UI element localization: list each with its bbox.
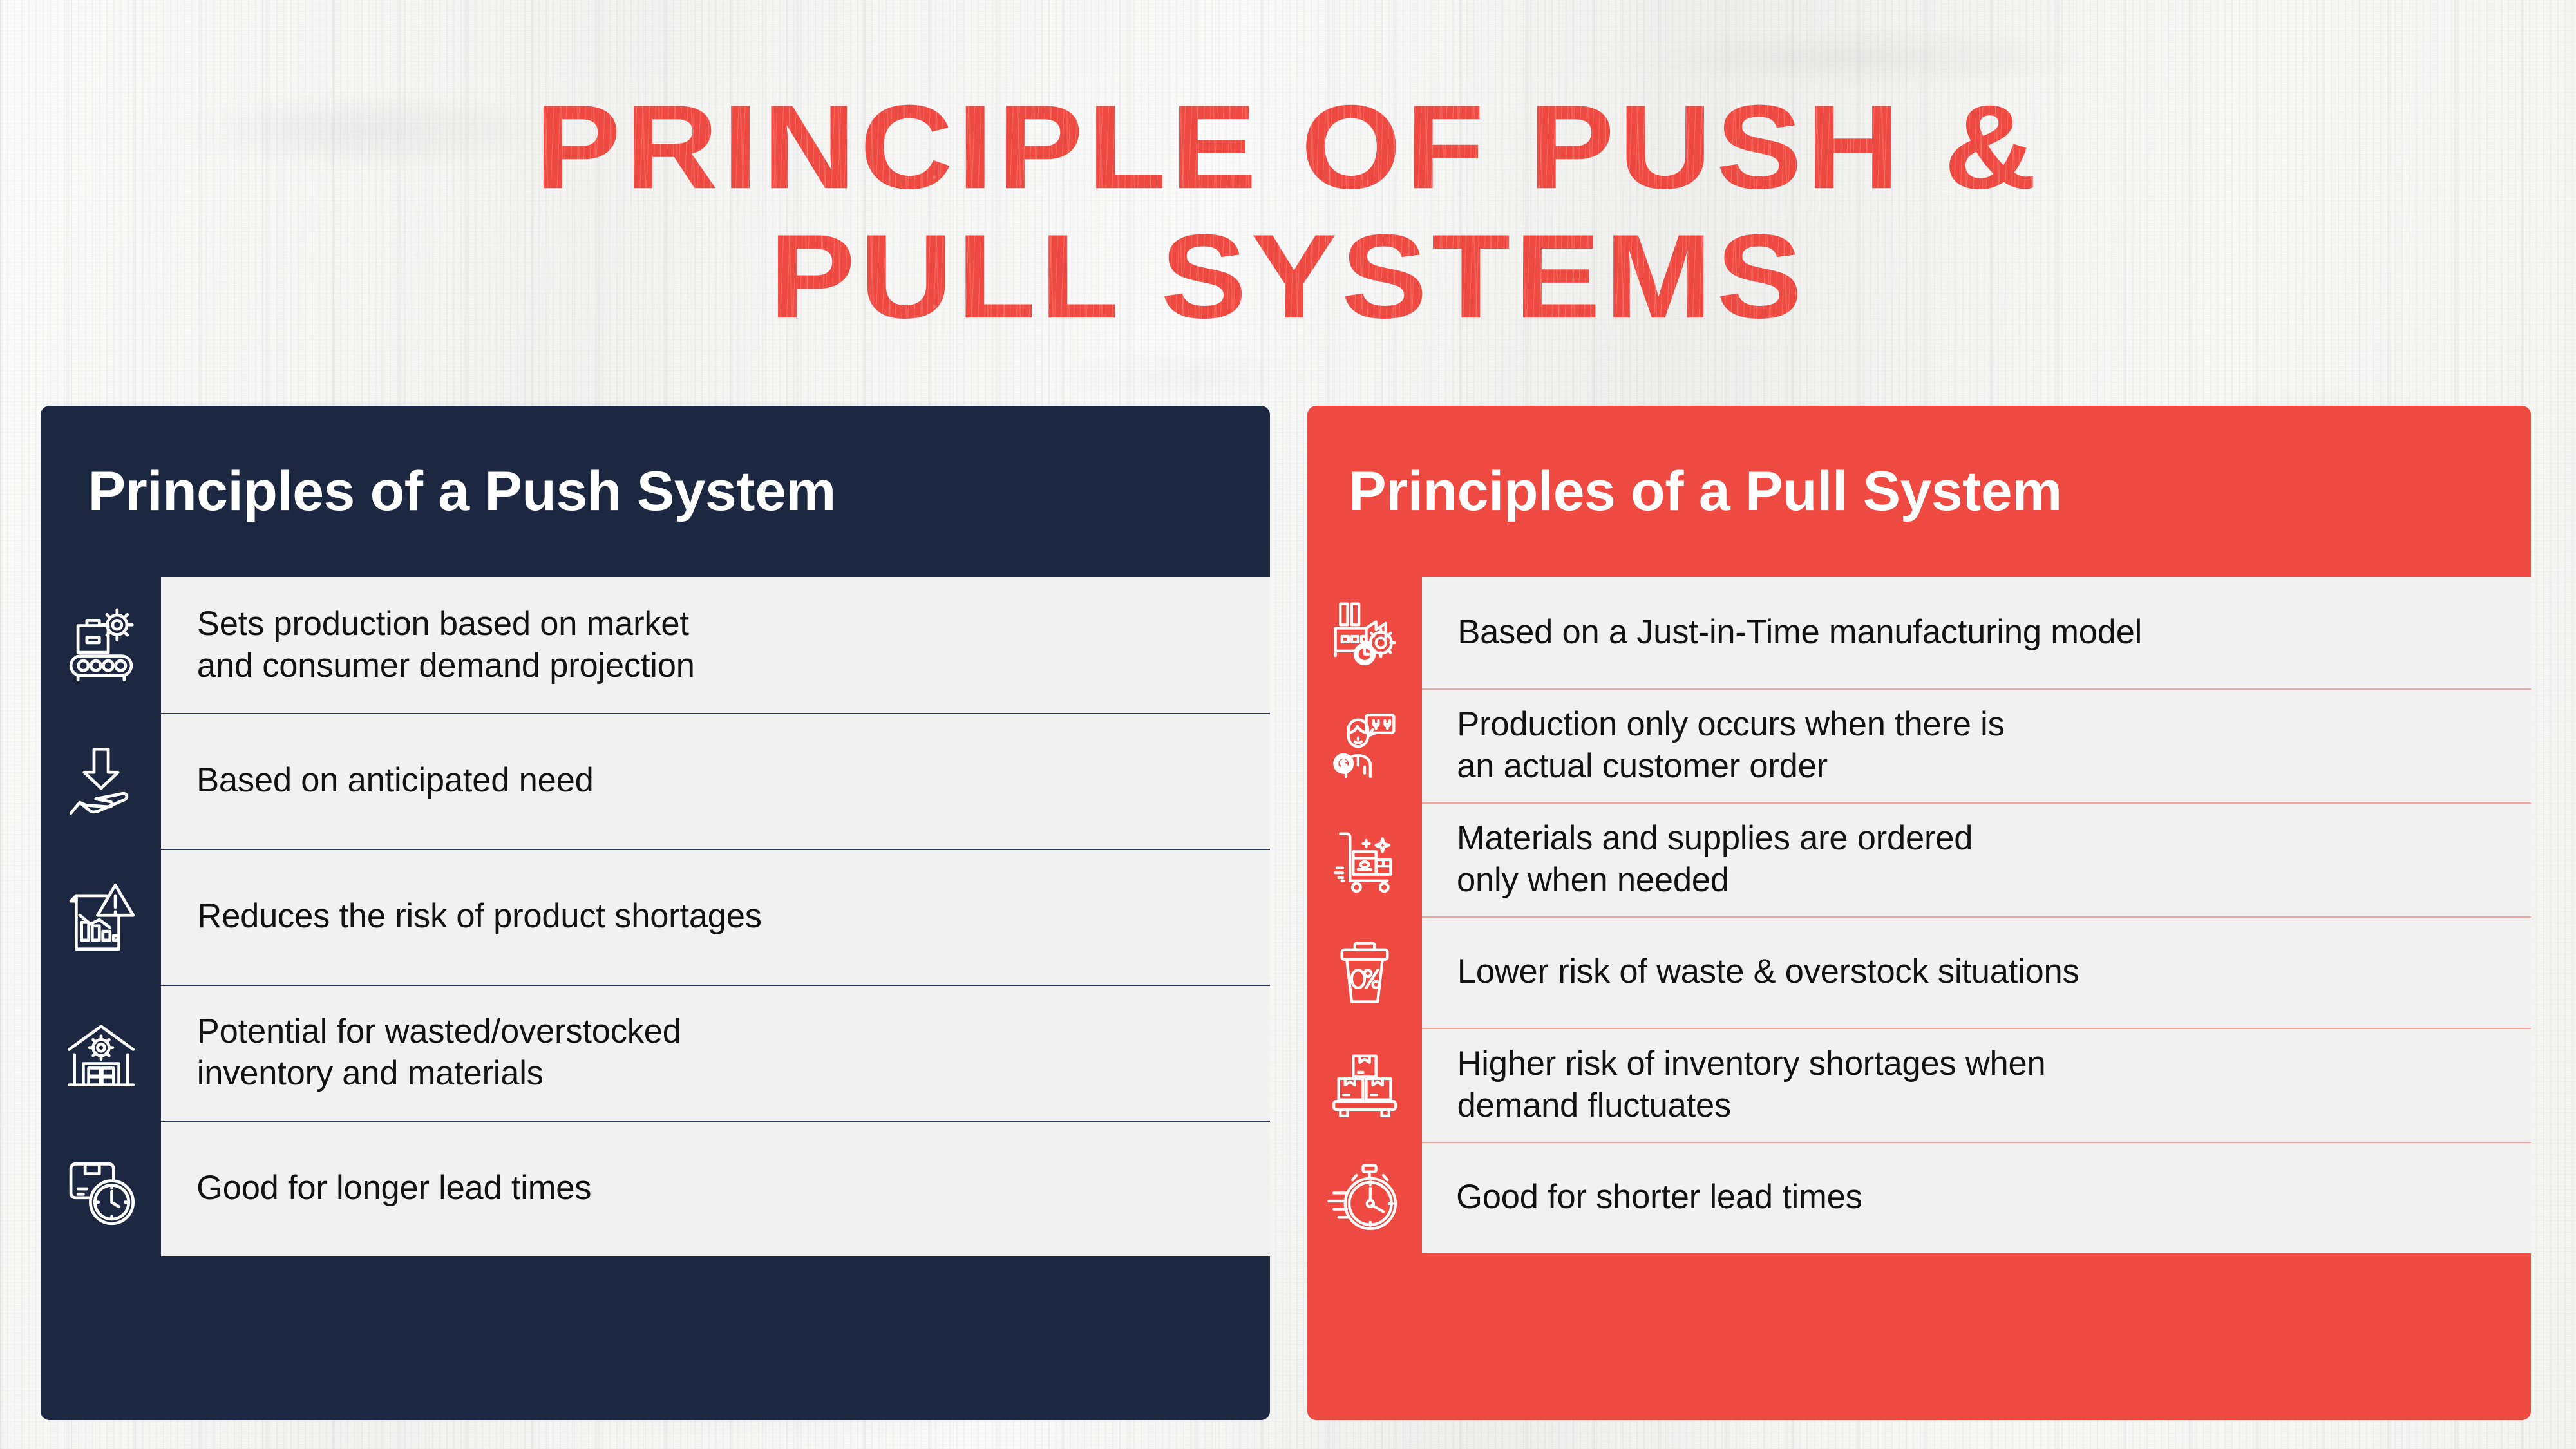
push-panel-footer-band: [41, 1357, 1270, 1420]
pull-panel-header: Principles of a Pull System: [1307, 406, 2531, 577]
package-clock-icon: [41, 1121, 161, 1256]
pull-row-line: Higher risk of inventory shortages when: [1457, 1045, 2046, 1083]
table-row: Good for longer lead times: [41, 1121, 1270, 1256]
pull-row-line: only when needed: [1457, 860, 1729, 899]
pull-system-panel: Principles of a Pull System: [1307, 406, 2531, 1420]
push-row-line: Sets production based on market: [196, 605, 689, 643]
page-title-line-1: PRINCIPLE OF PUSH &: [0, 77, 2576, 216]
push-row-line: and consumer demand projection: [196, 646, 695, 685]
push-row-line: Reduces the risk of product shortages: [197, 897, 762, 936]
table-row: Based on anticipated need: [41, 713, 1270, 849]
table-row: Reduces the risk of product shortages: [41, 849, 1270, 985]
stopwatch-speed-icon: [1307, 1142, 1422, 1253]
declining-chart-warning-icon: [41, 849, 161, 985]
pull-row-text: Good for shorter lead times: [1422, 1142, 2531, 1253]
arrow-down-into-hand-icon: [41, 713, 161, 849]
factory-gear-clock-icon: [1307, 577, 1422, 688]
pull-row-line: demand fluctuates: [1457, 1086, 1732, 1124]
push-row-line: Good for longer lead times: [196, 1169, 592, 1208]
pull-row-line: Lower risk of waste & overstock situatio…: [1457, 952, 2079, 991]
pull-row-line: an actual customer order: [1457, 746, 1828, 785]
pull-row-line: Materials and supplies are ordered: [1457, 819, 1973, 858]
hand-trolley-supplies-icon: [1307, 802, 1422, 916]
pull-panel-footer-band: [1307, 1368, 2531, 1420]
push-panel-header-label: Principles of a Push System: [88, 460, 837, 522]
pull-row-text: Based on a Just-in-Time manufacturing mo…: [1422, 577, 2531, 688]
pull-panel-rows: Based on a Just-in-Time manufacturing mo…: [1307, 577, 2531, 1368]
pull-row-line: Good for shorter lead times: [1456, 1178, 1862, 1217]
table-row: Lower risk of waste & overstock situatio…: [1307, 916, 2531, 1028]
pull-panel-header-label: Principles of a Pull System: [1349, 460, 2062, 522]
table-row: Based on a Just-in-Time manufacturing mo…: [1307, 577, 2531, 688]
warehouse-gear-inventory-icon: [41, 985, 161, 1121]
page-title: PRINCIPLE OF PUSH & PULL SYSTEMS: [0, 77, 2576, 346]
stacked-boxes-pallet-icon: [1307, 1028, 1422, 1142]
push-row-line: Based on anticipated need: [196, 761, 594, 800]
push-row-line: inventory and materials: [196, 1054, 544, 1092]
push-row-text: Good for longer lead times: [161, 1121, 1270, 1256]
push-system-panel: Principles of a Push System: [41, 406, 1270, 1420]
conveyor-belt-gear-icon: [41, 577, 161, 713]
pull-row-line: Production only occurs when there is: [1457, 705, 2005, 744]
customer-order-money-icon: [1307, 688, 1422, 802]
push-row-line: Potential for wasted/overstocked: [196, 1012, 681, 1051]
push-panel-header: Principles of a Push System: [41, 406, 1270, 577]
pull-row-line: Based on a Just-in-Time manufacturing mo…: [1457, 613, 2143, 652]
push-row-text: Reduces the risk of product shortages: [161, 849, 1270, 985]
page-title-line-2: PULL SYSTEMS: [0, 206, 2576, 346]
table-row: Good for shorter lead times: [1307, 1142, 2531, 1253]
trash-bin-zero-percent-icon: [1307, 916, 1422, 1028]
pull-row-text: Lower risk of waste & overstock situatio…: [1422, 916, 2531, 1028]
push-row-text: Based on anticipated need: [161, 713, 1270, 849]
